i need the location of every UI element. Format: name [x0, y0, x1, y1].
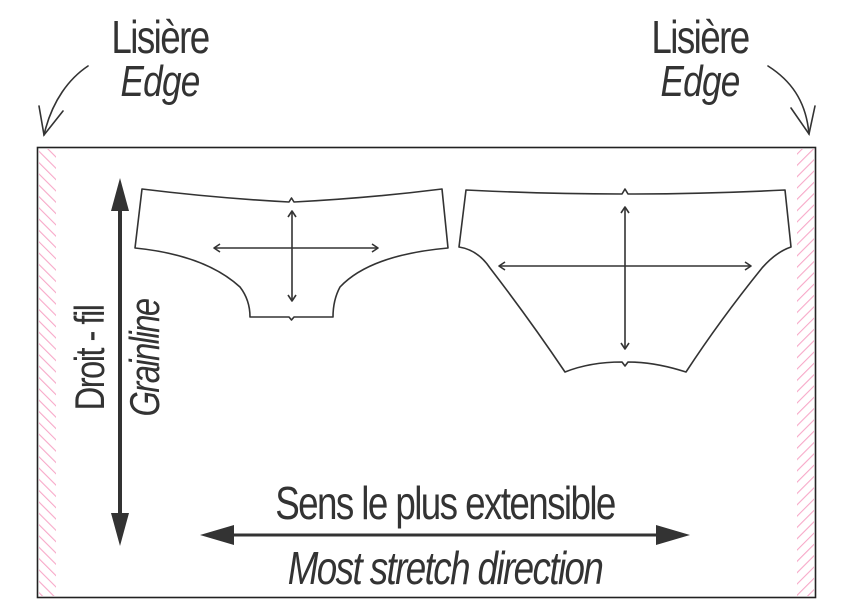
- back-piece-crossed-arrows-icon: [498, 206, 752, 350]
- edge-label-left-fr: Lisière: [111, 11, 210, 63]
- stretch-label-fr: Sens le plus extensible: [275, 477, 616, 529]
- selvage-left-hatch: [39, 149, 56, 596]
- curved-arrow-left-icon: [38, 65, 89, 137]
- grainline-label-fr: Droit - fil: [66, 305, 113, 411]
- stretch-label-en: Most stretch direction: [287, 542, 604, 594]
- edge-label-right: Lisière Edge: [620, 14, 780, 104]
- selvage-right-hatch: [797, 149, 814, 596]
- brief-front-piece: [134, 188, 449, 321]
- edge-label-right-fr: Lisière: [651, 11, 750, 63]
- edge-label-left-en: Edge: [120, 57, 200, 106]
- front-piece-crossed-arrows-icon: [213, 210, 379, 302]
- stretch-direction-arrow-icon: [200, 525, 690, 545]
- edge-label-right-en: Edge: [660, 57, 740, 106]
- curved-arrow-right-icon: [767, 65, 816, 136]
- grainline-label-en: Grainline: [121, 299, 168, 417]
- brief-back-piece: [458, 188, 792, 373]
- edge-label-left: Lisière Edge: [80, 14, 240, 104]
